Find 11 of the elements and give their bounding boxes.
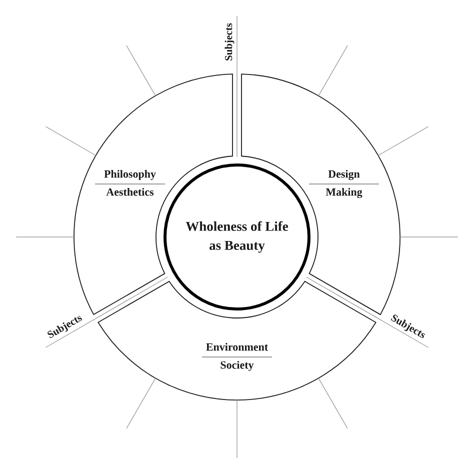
line-label: Subjects xyxy=(224,23,234,60)
spoke-line xyxy=(400,236,458,238)
spoke-line xyxy=(318,45,348,96)
spoke-line xyxy=(16,236,74,238)
spoke-line xyxy=(378,126,429,156)
ring-segment: Environment Society xyxy=(98,280,376,400)
spoke-line xyxy=(236,400,238,458)
spoke-line xyxy=(126,45,156,96)
spoke-line xyxy=(318,378,348,429)
spoke-line xyxy=(126,378,156,429)
spoke-line xyxy=(45,126,96,156)
